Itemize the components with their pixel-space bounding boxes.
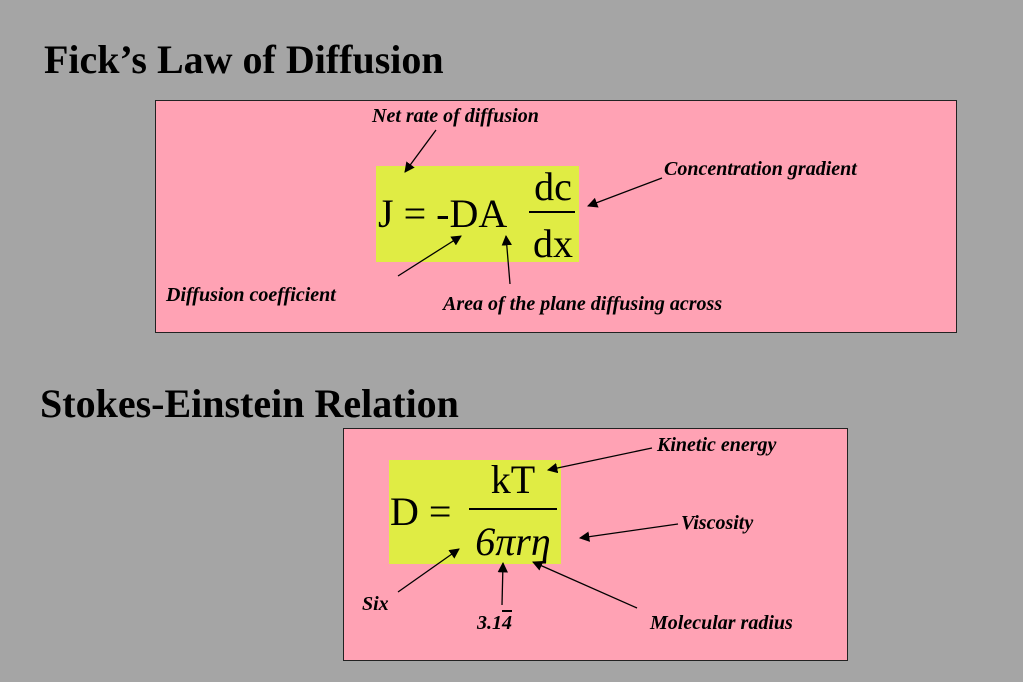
- label-kinetic-energy: Kinetic energy: [657, 434, 777, 456]
- arrow-six: [397, 548, 460, 593]
- arrow-gradient: [587, 177, 663, 208]
- fick-equation-highlight: [376, 166, 579, 262]
- fick-fraction-denominator: dx: [533, 221, 573, 266]
- label-concentration-gradient: Concentration gradient: [664, 158, 857, 180]
- stokes-equation-highlight: [389, 460, 561, 564]
- stokes-fraction-bar: [469, 508, 557, 510]
- arrow-coefficient: [397, 235, 462, 277]
- fick-equation-lhs: J = -DA: [378, 191, 508, 236]
- arrow-area: [501, 234, 512, 285]
- arrow-net-rate: [404, 129, 437, 173]
- pi-value-repeat: 4: [502, 612, 512, 634]
- pi-value-digits: 3.1: [477, 612, 502, 634]
- arrow-pi: [497, 561, 508, 606]
- arrow-kinetic: [546, 447, 653, 474]
- arrow-radius: [532, 561, 638, 609]
- label-viscosity: Viscosity: [681, 512, 754, 534]
- arrow-viscosity: [578, 523, 679, 542]
- label-six: Six: [362, 593, 389, 615]
- stokes-fraction-denominator: 6πrη: [475, 519, 551, 564]
- label-molecular-radius: Molecular radius: [650, 612, 793, 634]
- fick-title: Fick’s Law of Diffusion: [44, 37, 444, 82]
- label-diffusion-coefficient: Diffusion coefficient: [166, 284, 336, 306]
- fick-fraction-bar: [529, 211, 575, 213]
- stokes-title: Stokes-Einstein Relation: [40, 381, 459, 426]
- fick-fraction-numerator: dc: [534, 164, 572, 209]
- label-area: Area of the plane diffusing across: [443, 293, 723, 315]
- label-net-rate: Net rate of diffusion: [372, 105, 539, 127]
- label-pi-value: 3.14: [477, 613, 512, 633]
- stokes-fraction-numerator: kT: [490, 457, 536, 502]
- stokes-equation-lhs: D =: [390, 489, 452, 534]
